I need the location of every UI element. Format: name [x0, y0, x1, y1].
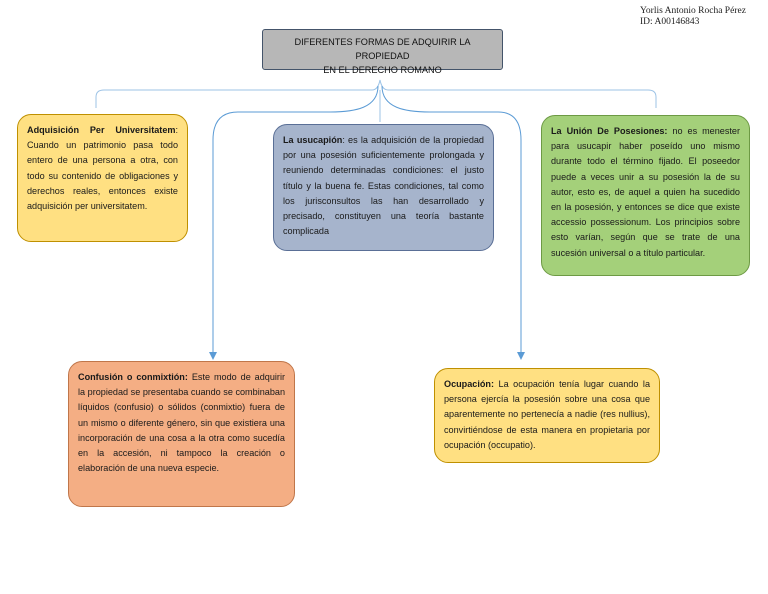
- node-ocupacion-text: La ocupación tenía lugar cuando la perso…: [444, 379, 650, 450]
- node-universitatem-text: : Cuando un patrimonio pasa todo entero …: [27, 125, 178, 212]
- node-confusion-text: Este modo de adquirir la propiedad se pr…: [78, 372, 286, 474]
- node-usucapion-heading: La usucapión: [283, 135, 343, 145]
- node-ocupacion: Ocupación: La ocupación tenía lugar cuan…: [434, 368, 660, 463]
- node-ocupacion-heading: Ocupación:: [444, 379, 495, 389]
- node-universitatem-heading: Adquisición Per Universitatem: [27, 125, 176, 135]
- node-confusion-heading: Confusión o conmixtión:: [78, 372, 188, 382]
- arrowhead-confusion: [209, 352, 217, 360]
- node-usucapion-text: : es la adquisición de la propiedad por …: [283, 135, 484, 237]
- diagram-title: DIFERENTES FORMAS DE ADQUIRIR LA PROPIED…: [262, 29, 503, 75]
- title-line-1: DIFERENTES FORMAS DE ADQUIRIR LA PROPIED…: [294, 37, 471, 61]
- author-info: Yorlis Antonio Rocha Pérez ID: A00146843: [640, 6, 764, 28]
- node-usucapion: La usucapión: es la adquisición de la pr…: [273, 124, 494, 251]
- author-id: ID: A00146843: [640, 17, 700, 27]
- node-union-heading: La Unión De Posesiones:: [551, 126, 668, 136]
- title-line-2: EN EL DERECHO ROMANO: [323, 65, 442, 75]
- node-union-posesiones: La Unión De Posesiones: no es menester p…: [541, 115, 750, 276]
- arrow-to-ocupacion: [381, 85, 522, 352]
- arrowhead-ocupacion: [517, 352, 525, 360]
- brace-connector: [95, 79, 657, 108]
- node-union-text: no es menester para usucapir haber poseí…: [551, 126, 740, 258]
- node-universitatem: Adquisición Per Universitatem: Cuando un…: [17, 114, 188, 242]
- arrow-to-confusion: [212, 85, 379, 352]
- author-name: Yorlis Antonio Rocha Pérez: [640, 6, 746, 16]
- node-confusion: Confusión o conmixtión: Este modo de adq…: [68, 361, 295, 507]
